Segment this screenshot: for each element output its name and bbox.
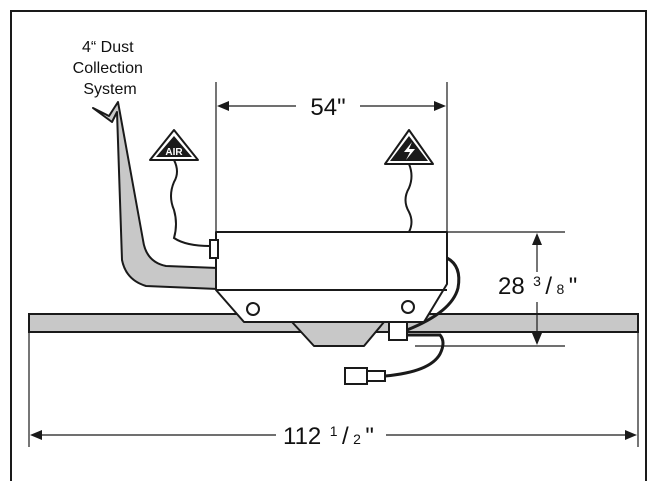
length-dim-unit: " bbox=[365, 423, 374, 450]
width-arrow-left bbox=[217, 101, 229, 111]
dust-label-line3: System bbox=[83, 81, 136, 98]
width-arrow-right bbox=[434, 101, 446, 111]
power-cord-lower bbox=[384, 333, 445, 378]
length-dim-whole: 112 bbox=[283, 423, 321, 450]
svg-text:112 1 / 2 ": 112 1 / 2 " bbox=[283, 423, 374, 450]
length-arrow-left bbox=[30, 430, 42, 440]
svg-text:28 3 / 8 ": 28 3 / 8 " bbox=[498, 273, 577, 300]
dust-label-line2: Collection bbox=[73, 60, 143, 77]
length-arrow-right bbox=[625, 430, 637, 440]
power-cord-upper bbox=[406, 256, 461, 332]
dust-hose bbox=[92, 101, 219, 290]
mounting-hole-right bbox=[401, 300, 415, 314]
width-dimension-label: 54" bbox=[310, 94, 345, 121]
height-dim-unit: " bbox=[569, 273, 578, 300]
dust-label-line1: 4“ Dust bbox=[82, 39, 134, 56]
hopper bbox=[291, 321, 385, 347]
air-warning-triangle-icon: AIR bbox=[149, 129, 199, 161]
electric-line bbox=[404, 163, 413, 233]
length-dim-num: 1 bbox=[330, 423, 338, 439]
height-dim-num: 3 bbox=[533, 273, 541, 289]
power-plug-icon bbox=[344, 367, 386, 385]
air-connector bbox=[209, 239, 219, 259]
mounting-hole-left bbox=[246, 302, 260, 316]
svg-text:4“ Dust Collection Sys: 4“ Dust Collection System bbox=[73, 39, 148, 98]
diagram-frame bbox=[10, 10, 647, 481]
air-line bbox=[170, 159, 211, 247]
height-dim-den: 8 bbox=[557, 281, 565, 297]
length-dim-slash: / bbox=[342, 423, 349, 450]
length-dim-den: 2 bbox=[353, 431, 361, 447]
height-arrow-top bbox=[532, 233, 542, 245]
height-dim-whole: 28 bbox=[498, 273, 525, 300]
height-arrow-bottom bbox=[532, 333, 542, 345]
electrical-box bbox=[388, 321, 408, 341]
air-sign-text: AIR bbox=[165, 147, 183, 158]
height-dim-slash: / bbox=[545, 273, 552, 300]
electrical-hazard-triangle-icon bbox=[384, 129, 434, 165]
